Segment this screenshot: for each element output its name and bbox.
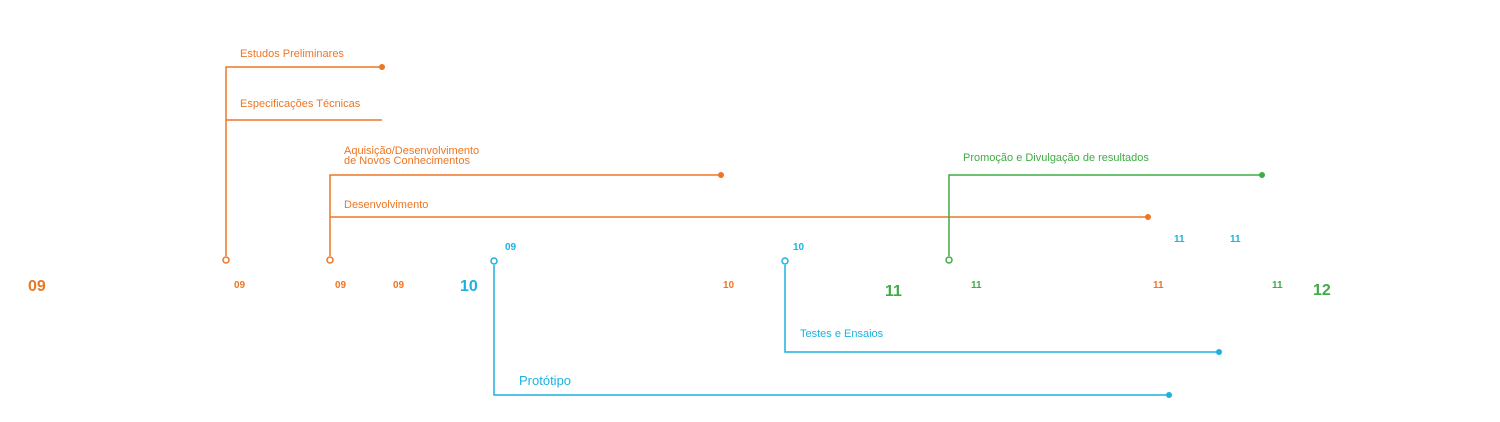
year-label-aquisicao-start: 09	[335, 280, 347, 291]
testes-end-dot	[1216, 349, 1222, 355]
estudos-start-marker	[222, 256, 230, 264]
year-label-aquisicao-end: 10	[723, 280, 735, 291]
year-marker-mid: 10	[460, 278, 478, 295]
phase-label-estudos: Estudos Preliminares	[240, 48, 344, 60]
aquisicao-start-marker	[326, 256, 334, 264]
promocao-connector	[948, 174, 1262, 256]
promocao-start-marker	[945, 256, 953, 264]
phase-label-desenvolvimento: Desenvolvimento	[344, 199, 429, 211]
year-label-prototipo-end: 11	[1174, 234, 1185, 245]
phase-label-promocao: Promoção e Divulgação de resultados	[963, 152, 1149, 164]
year-label-estudos-end: 09	[393, 280, 405, 291]
phase-label-especificacoes: Especificações Técnicas	[240, 98, 361, 110]
estudos-connector	[225, 66, 382, 256]
prototipo-start-marker	[490, 257, 498, 265]
year-label-promocao-end: 11	[1272, 280, 1283, 291]
year-label-testes-end: 11	[1230, 234, 1241, 245]
phase-label-prototipo: Protótipo	[519, 373, 572, 388]
year-label-desenvolvimento-end: 11	[1153, 280, 1164, 291]
aquisicao-end-dot	[718, 172, 724, 178]
year-marker-late: 11	[885, 283, 902, 300]
year-label-promocao-start: 11	[971, 280, 982, 291]
phase-label-aquisicao-line1: Aquisição/Desenvolvimento	[344, 145, 480, 157]
phase-label-testes: Testes e Ensaios	[800, 328, 884, 340]
aquisicao-connector	[329, 174, 721, 256]
promocao-end-dot	[1259, 172, 1265, 178]
estudos-end-dot	[379, 64, 385, 70]
year-marker-start: 09	[28, 278, 46, 295]
year-label-estudos-start: 09	[234, 280, 246, 291]
year-marker-end: 12	[1313, 282, 1331, 299]
year-label-testes-start: 10	[793, 242, 805, 253]
testes-start-marker	[781, 257, 789, 265]
desenvolvimento-end-dot	[1145, 214, 1151, 220]
testes-connector	[784, 265, 1219, 353]
prototipo-connector	[493, 265, 1169, 396]
phase-label-aquisicao-line2: de Novos Conhecimentos	[344, 155, 470, 167]
year-label-prototipo-start: 09	[505, 242, 517, 253]
prototipo-end-dot	[1166, 392, 1172, 398]
